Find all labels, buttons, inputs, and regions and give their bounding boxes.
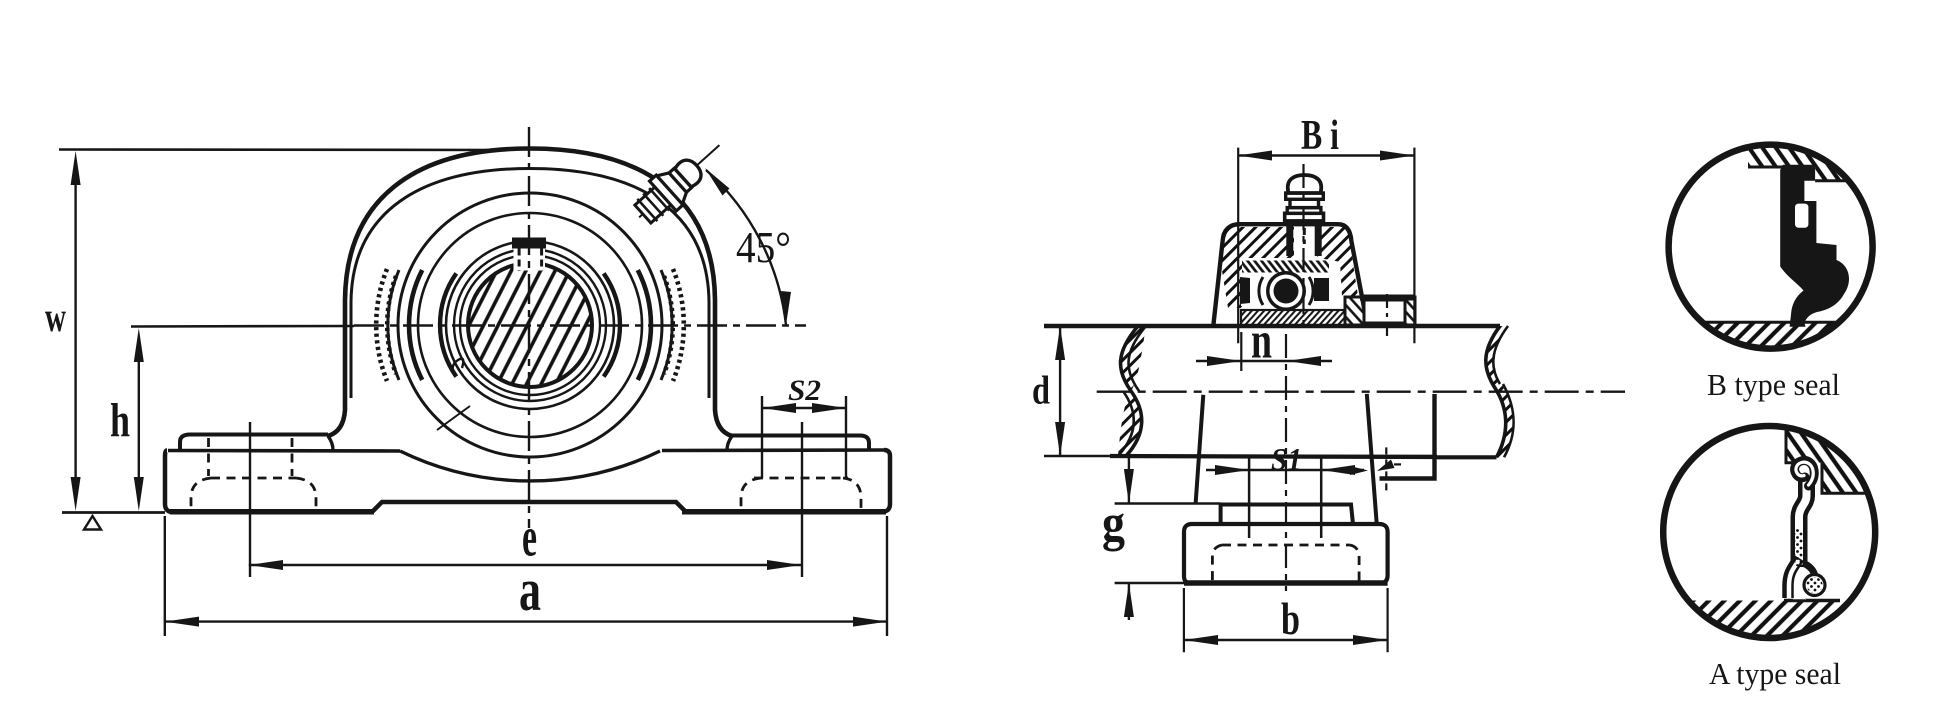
svg-text:g: g — [1102, 495, 1125, 552]
svg-text:A type seal: A type seal — [1709, 656, 1841, 691]
svg-text:B type seal: B type seal — [1707, 367, 1840, 402]
svg-text:w: w — [45, 295, 66, 341]
svg-text:45°: 45° — [736, 223, 791, 272]
svg-text:d: d — [1032, 367, 1050, 412]
svg-text:S2: S2 — [788, 374, 821, 407]
svg-text:h: h — [110, 394, 130, 447]
svg-text:a: a — [519, 557, 541, 623]
svg-text:S1: S1 — [1271, 441, 1302, 477]
svg-text:B i: B i — [1301, 113, 1339, 159]
svg-text:e: e — [522, 507, 537, 569]
svg-text:n: n — [1251, 313, 1272, 370]
svg-text:b: b — [1281, 593, 1300, 644]
